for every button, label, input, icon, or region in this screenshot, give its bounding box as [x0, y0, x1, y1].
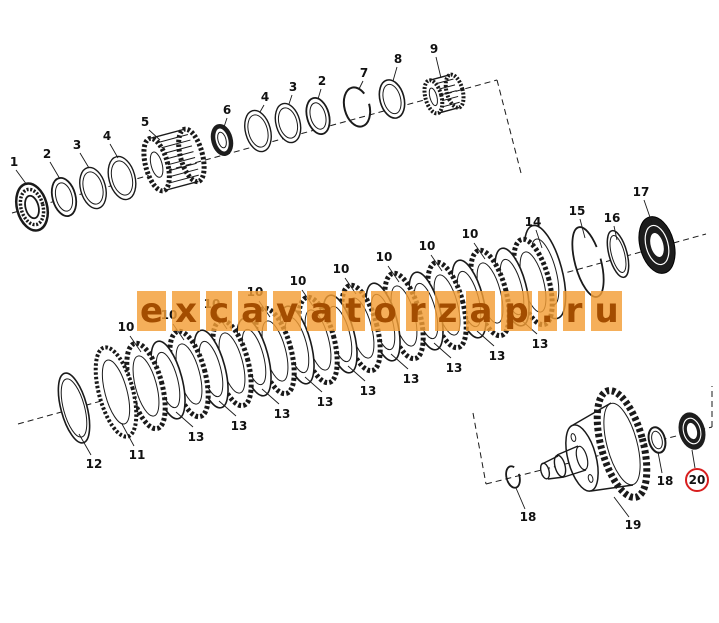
part-4-ring	[107, 155, 137, 201]
part-label-13: 13	[403, 372, 420, 386]
part-7-snap-ring	[342, 86, 372, 128]
part-label-10: 10	[376, 250, 393, 264]
part-label-11: 11	[129, 448, 146, 462]
part-15-snap-ring	[571, 226, 605, 298]
part-5-splined-gear	[141, 126, 207, 194]
part-6-spacer-ring	[210, 124, 234, 156]
part-label-19: 19	[625, 518, 642, 532]
part-2-ring	[50, 177, 78, 217]
part-label-10: 10	[419, 239, 436, 253]
part-4-ring	[244, 109, 272, 153]
part-19-gear-drum	[539, 387, 651, 501]
part-label-3: 3	[73, 138, 81, 152]
part-label-16: 16	[604, 211, 621, 225]
part-9-splined-coupling	[422, 72, 466, 116]
part-label-2: 2	[318, 74, 326, 88]
part-label-8: 8	[394, 52, 402, 66]
part-label-2: 2	[43, 147, 51, 161]
part-3-ring	[274, 102, 302, 144]
part-label-10: 10	[118, 320, 135, 334]
part-label-13: 13	[446, 361, 463, 375]
part-label-4: 4	[261, 90, 269, 104]
part-label-17: 17	[633, 185, 650, 199]
part-label-4: 4	[103, 129, 111, 143]
part-label-7: 7	[360, 66, 368, 80]
part-3-ring	[79, 166, 107, 210]
part-label-13: 13	[188, 430, 205, 444]
leader-lines	[15, 56, 696, 518]
part-label-13: 13	[532, 337, 549, 351]
part-11-toothed-plate	[93, 345, 139, 439]
part-17-bearing	[638, 216, 676, 274]
part-label-9: 9	[430, 42, 438, 56]
part-label-18: 18	[520, 510, 537, 524]
part-label-6: 6	[223, 103, 231, 117]
part-label-13: 13	[317, 395, 334, 409]
part-16-ring	[606, 229, 630, 279]
part-18-snap-ring-left	[505, 465, 521, 489]
highlight-circle-20	[685, 468, 709, 492]
part-label-5: 5	[141, 115, 149, 129]
part-1-bearing	[14, 182, 50, 232]
part-label-18: 18	[657, 474, 674, 488]
part-20-bearing	[678, 412, 706, 450]
part-label-14: 14	[525, 215, 542, 229]
part-12-ring	[57, 372, 91, 444]
part-label-20: 20	[689, 473, 706, 487]
part-label-15: 15	[569, 204, 586, 218]
part-label-13: 13	[489, 349, 506, 363]
part-label-10: 10	[290, 274, 307, 288]
part-label-10: 10	[462, 227, 479, 241]
part-18-snap-ring-right	[647, 426, 667, 454]
part-label-1: 1	[10, 155, 18, 169]
part-label-10: 10	[333, 262, 350, 276]
part-label-12: 12	[86, 457, 103, 471]
part-label-13: 13	[231, 419, 248, 433]
part-label-13: 13	[274, 407, 291, 421]
part-label-13: 13	[360, 384, 377, 398]
part-2-ring	[305, 97, 331, 135]
part-labels: 1 2 3 4 5 6 4 3 2 7 8 9 10 10 10 10 10 1…	[10, 42, 709, 532]
part-label-3: 3	[289, 80, 297, 94]
part-8-ring	[378, 79, 406, 119]
part-13-steel-plate	[193, 329, 229, 409]
